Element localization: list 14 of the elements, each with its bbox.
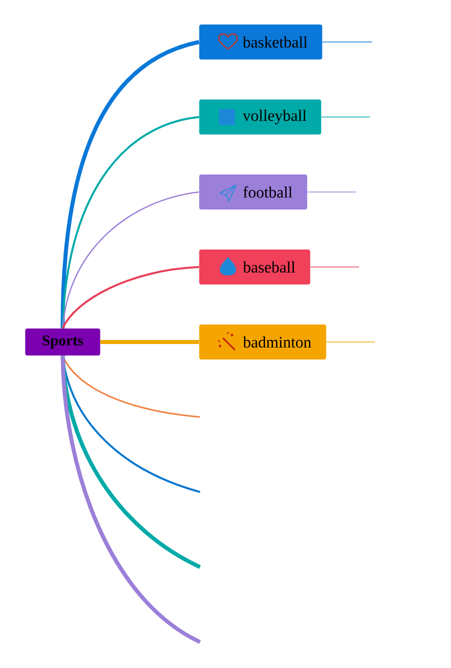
topic-box: basketball — [199, 24, 322, 60]
root-box: Sports — [25, 328, 100, 356]
branch-line — [62, 116, 200, 328]
branch-line — [310, 266, 360, 268]
topic-box: baseball — [199, 250, 310, 284]
branch-line — [62, 266, 200, 329]
branch-line — [60, 40, 200, 328]
branch-line — [100, 340, 199, 344]
topic-box: football — [199, 174, 308, 210]
topic-box: badminton — [199, 324, 326, 360]
branch-line — [321, 116, 370, 118]
branch-line — [60, 356, 201, 644]
topic-box: volleyball — [199, 100, 322, 134]
branch-line — [62, 191, 200, 328]
